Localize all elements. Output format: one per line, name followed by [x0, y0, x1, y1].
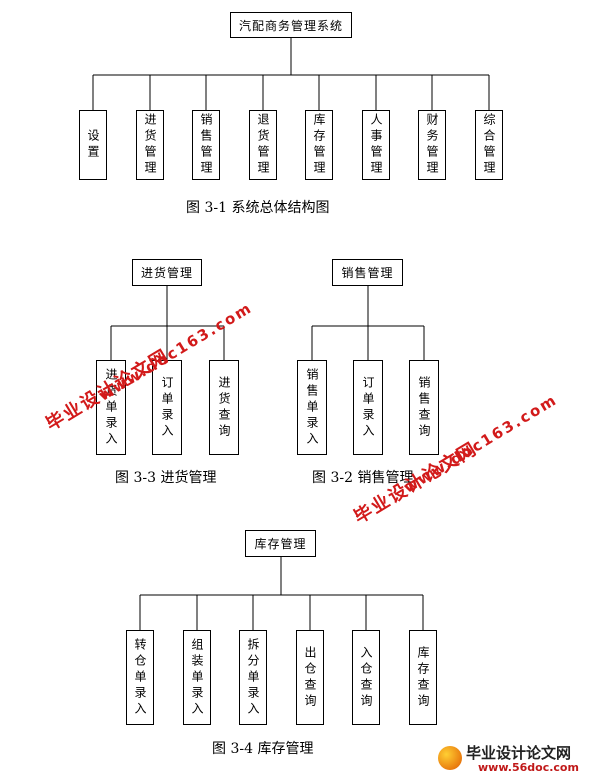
d4-child-node: 入仓查询 — [352, 630, 380, 725]
watermark-logo: 毕业设计论文网 www.56doc.com — [438, 742, 590, 774]
d1-child-node: 进货管理 — [136, 110, 164, 180]
d1-child-node: 库存管理 — [305, 110, 333, 180]
d1-caption: 图 3-1 系统总体结构图 — [186, 200, 330, 216]
d1-child-node: 设置 — [79, 110, 107, 180]
d4-child-node: 转仓单录入 — [126, 630, 154, 725]
d4-root-node: 库存管理 — [245, 530, 316, 557]
d1-child-node: 综合管理 — [475, 110, 503, 180]
d2-child-node: 销售单录入 — [297, 360, 327, 455]
d1-child-node: 销售管理 — [192, 110, 220, 180]
d1-child-node: 人事管理 — [362, 110, 390, 180]
d4-child-node: 库存查询 — [409, 630, 437, 725]
d4-child-node: 组装单录入 — [183, 630, 211, 725]
d3-child-node: 进货查询 — [209, 360, 239, 455]
d1-child-node: 财务管理 — [418, 110, 446, 180]
d4-child-node: 拆分单录入 — [239, 630, 267, 725]
d2-child-node: 销售查询 — [409, 360, 439, 455]
watermark-logo-url: www.56doc.com — [478, 761, 579, 774]
d3-caption: 图 3-3 进货管理 — [115, 470, 217, 486]
d2-caption: 图 3-2 销售管理 — [312, 470, 414, 486]
d3-child-node: 订单录入 — [152, 360, 182, 455]
watermark-logo-name: 毕业设计论文网 — [466, 744, 572, 762]
d2-root-node: 销售管理 — [332, 259, 403, 286]
d3-root-node: 进货管理 — [132, 259, 202, 286]
d4-child-node: 出仓查询 — [296, 630, 324, 725]
d2-child-node: 订单录入 — [353, 360, 383, 455]
d1-root-node: 汽配商务管理系统 — [230, 12, 352, 38]
logo-circle-icon — [438, 746, 462, 770]
d1-child-node: 退货管理 — [249, 110, 277, 180]
d4-caption: 图 3-4 库存管理 — [212, 741, 314, 757]
d3-child-node: 进货单录入 — [96, 360, 126, 455]
